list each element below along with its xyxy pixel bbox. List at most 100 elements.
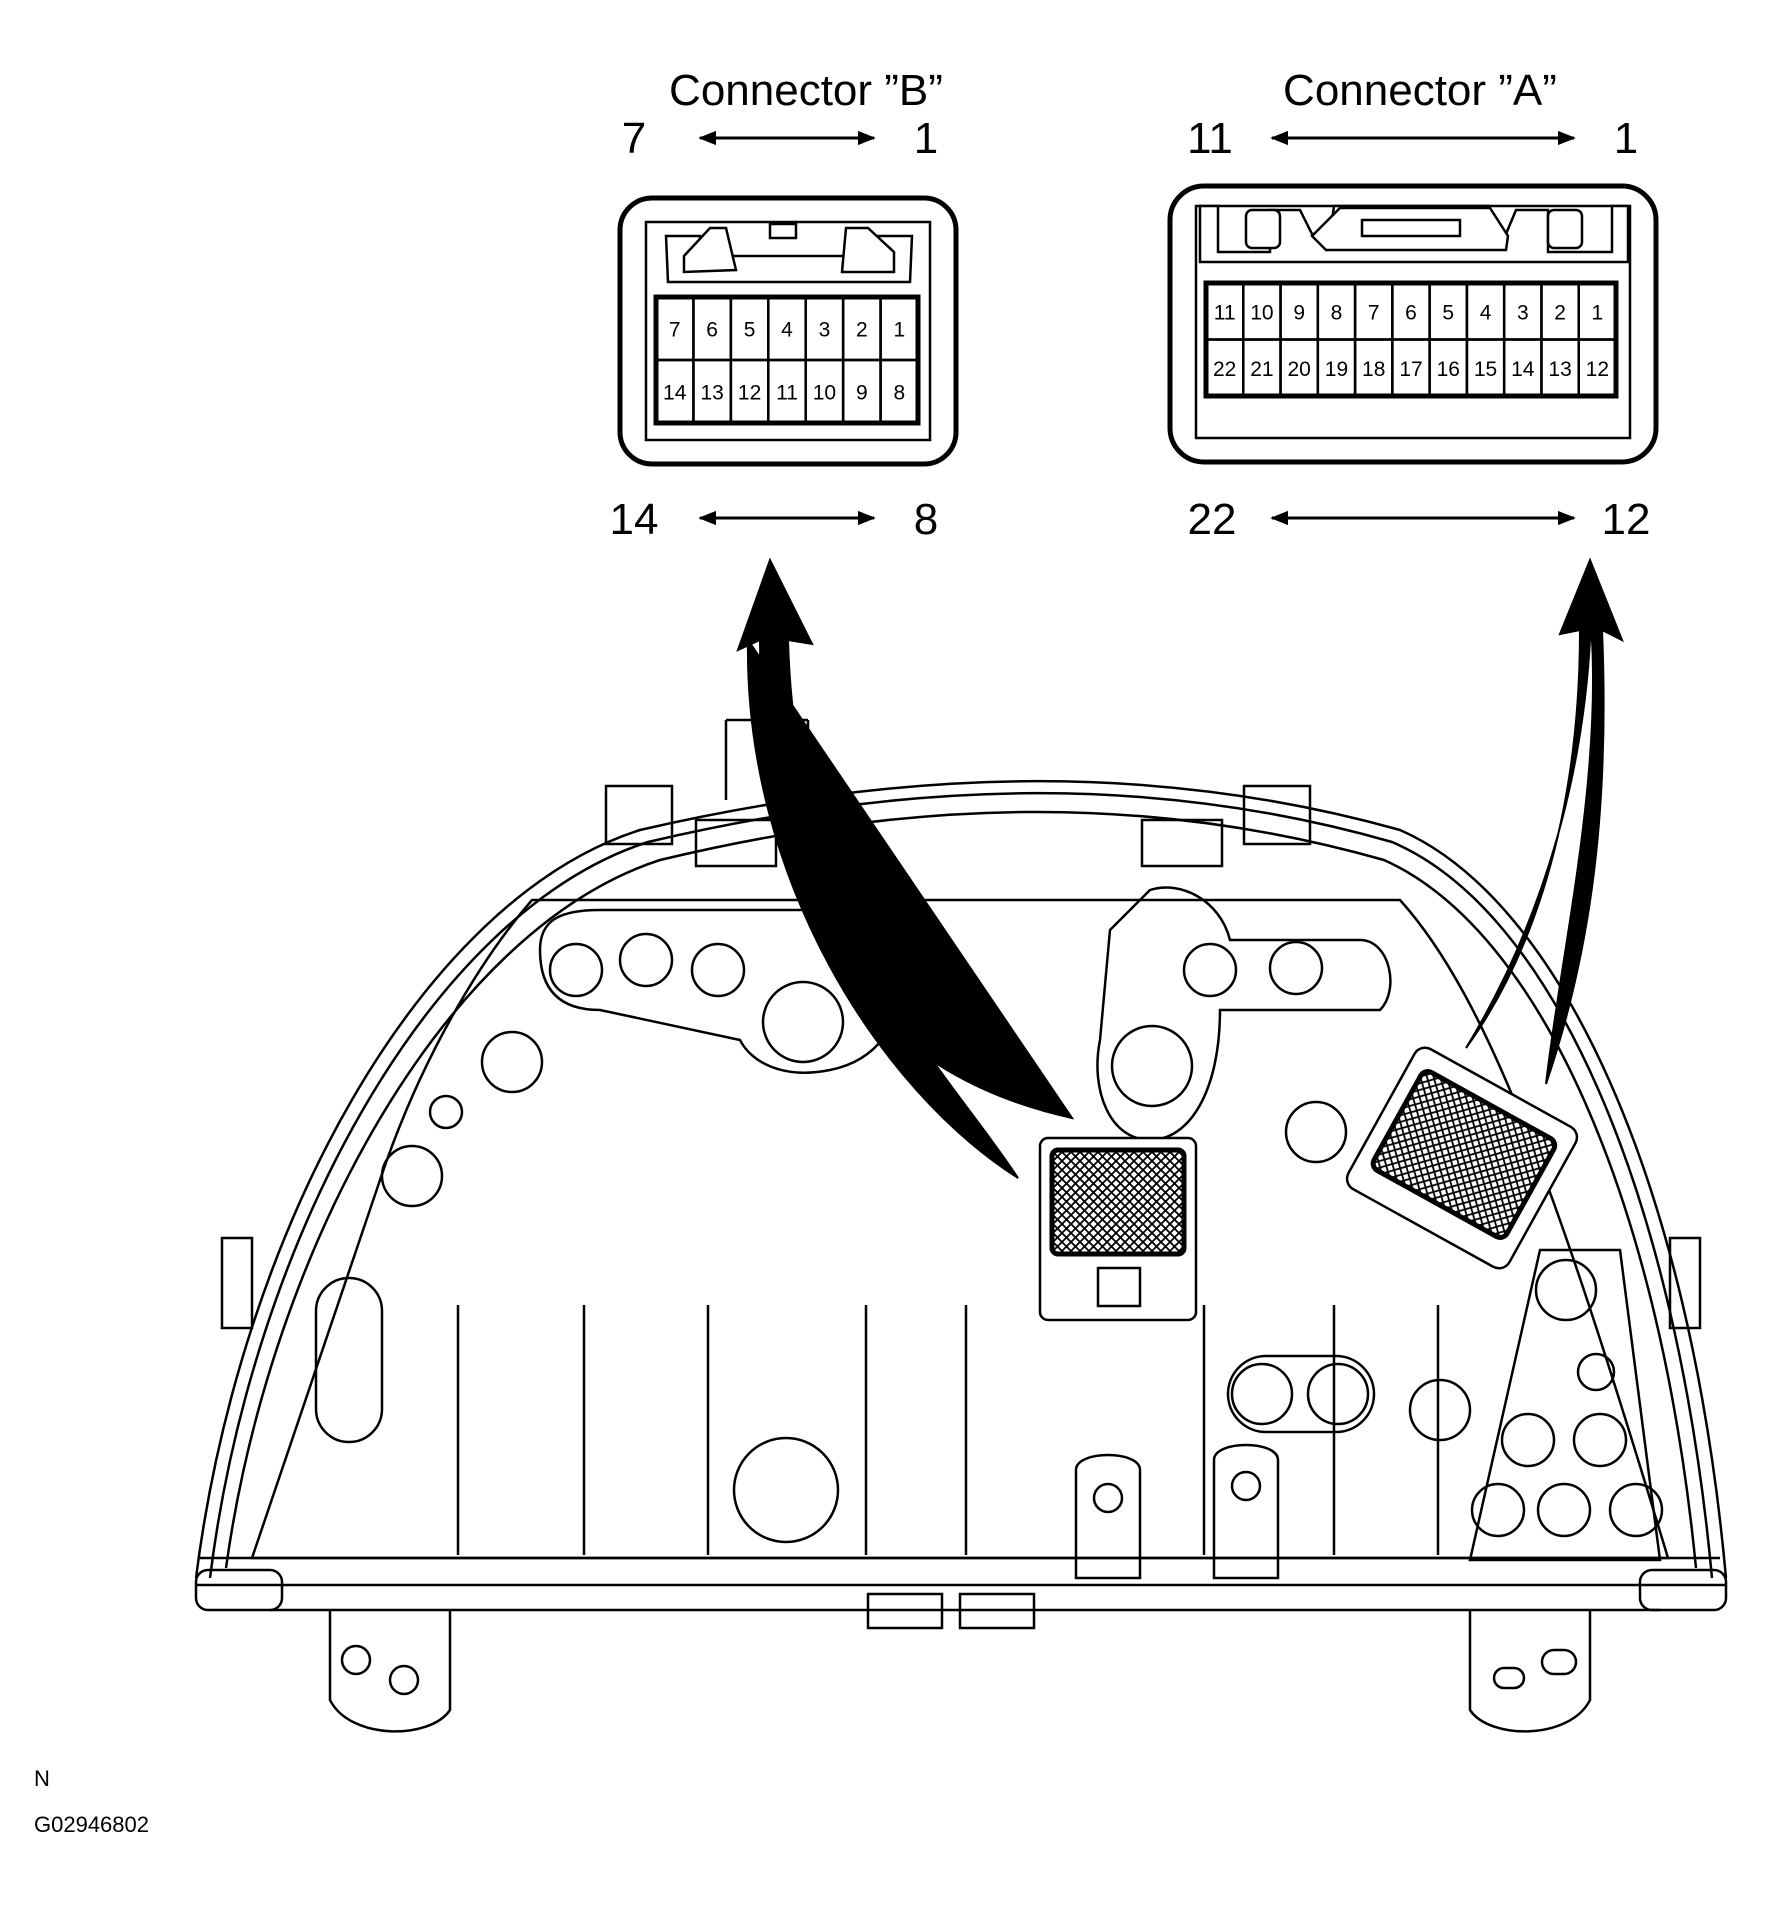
connector-a-bottom-right-number: 12 <box>1602 495 1651 544</box>
pin-number: 21 <box>1250 358 1273 381</box>
bulb-socket <box>761 980 845 1064</box>
meter-connector-a-mesh <box>1370 1069 1558 1240</box>
pin-number: 22 <box>1213 358 1236 381</box>
bulb-socket <box>1284 1100 1348 1164</box>
bottom-bracket-left <box>328 1610 452 1733</box>
screw-boss <box>1092 1482 1124 1514</box>
meter-connector-a-socket <box>1345 1046 1579 1270</box>
connector-b-top-left-number: 7 <box>622 114 646 163</box>
combination-meter-rear <box>194 718 1728 1733</box>
pin-number: 14 <box>1511 358 1535 381</box>
pin-number: 18 <box>1362 358 1385 381</box>
screw-boss-plate <box>1074 1453 1142 1580</box>
bulb-socket <box>1182 942 1238 998</box>
pin-number: 6 <box>1405 301 1417 324</box>
pin-number: 17 <box>1399 358 1422 381</box>
pin-cavity <box>879 358 920 425</box>
pin-number: 8 <box>1331 301 1343 324</box>
bulb-socket <box>1576 1352 1616 1392</box>
pin-number: 5 <box>1442 301 1454 324</box>
bulb-socket <box>618 932 674 988</box>
connector-b-key <box>768 222 798 240</box>
pin-number: 7 <box>669 319 681 342</box>
pin-number: 2 <box>856 319 868 342</box>
bulb-socket <box>1534 1258 1598 1322</box>
pin-number: 4 <box>781 319 793 342</box>
pin-number: 8 <box>893 382 905 405</box>
pin-number: 2 <box>1554 301 1566 324</box>
pin-number: 1 <box>893 319 905 342</box>
top-clip-left <box>694 818 778 868</box>
pin-number: 4 <box>1480 301 1492 324</box>
pin-number: 14 <box>663 382 687 405</box>
bulb-socket <box>1110 1024 1194 1108</box>
bulb-socket <box>548 942 604 998</box>
top-clip-right <box>1140 818 1224 868</box>
top-tab-right <box>1242 784 1312 846</box>
pin-number: 9 <box>1293 301 1305 324</box>
figure-code: G02946802 <box>34 1812 149 1837</box>
connector-a-title: Connector ”A” <box>1283 66 1557 115</box>
upper-left-boss-plate <box>538 908 902 1074</box>
meter-connector-b-socket <box>1038 1136 1198 1322</box>
connector-b-lock-right <box>840 226 896 274</box>
bulb-socket <box>1408 1378 1472 1442</box>
connector-b-bottom-left-number: 14 <box>610 495 659 544</box>
pin-number: 10 <box>1250 301 1273 324</box>
connector-a-top-left-number: 11 <box>1187 114 1233 163</box>
side-clip-left <box>220 1236 254 1330</box>
pointer-arrow-to-connector-a <box>1465 557 1624 1085</box>
meter-connector-b-tab <box>1096 1266 1142 1308</box>
bulb-socket <box>1500 1412 1556 1468</box>
bulb-socket <box>1470 1482 1526 1538</box>
pointer-arrow-to-connector-b <box>736 557 1075 1179</box>
pin-number: 9 <box>856 382 868 405</box>
screw-boss <box>1230 1470 1262 1502</box>
meter-inner-shell <box>224 810 1698 1569</box>
connector-b-bottom-right-number: 8 <box>914 495 938 544</box>
upper-right-boss-plate <box>1096 886 1392 1142</box>
pin-number: 13 <box>700 382 723 405</box>
bulb-cluster-plate <box>1468 1248 1662 1562</box>
pin-number: 6 <box>706 319 718 342</box>
pin-number: 12 <box>1586 358 1609 381</box>
top-post <box>724 718 810 800</box>
pin-number: 15 <box>1474 358 1497 381</box>
bulb-socket <box>1572 1412 1628 1468</box>
pin-number: 11 <box>1214 301 1236 324</box>
connector-a-top-right-number: 1 <box>1614 114 1638 163</box>
bulb-socket <box>1306 1362 1370 1426</box>
pin-number: 1 <box>1592 301 1604 324</box>
meter-outer-shell <box>194 779 1728 1579</box>
bulb-socket-pair <box>1226 1354 1376 1434</box>
pin-number: 12 <box>738 382 761 405</box>
pin-number: 10 <box>813 382 836 405</box>
connector-b-lock-left <box>682 226 738 274</box>
bracket-hole <box>1540 1648 1578 1676</box>
pin-number: 3 <box>819 319 831 342</box>
pin-number: 16 <box>1437 358 1460 381</box>
bracket-hole <box>388 1664 420 1696</box>
side-clip-right <box>1668 1236 1702 1330</box>
bulb-socket <box>1536 1482 1592 1538</box>
connector-a-lock-left <box>1244 208 1282 250</box>
pin-number: 3 <box>1517 301 1529 324</box>
meter-outer-shell-line2 <box>208 791 1714 1579</box>
connector-a-key <box>1360 218 1462 238</box>
pin-number: 7 <box>1368 301 1380 324</box>
bulb-socket-pair <box>314 1276 384 1444</box>
meter-back-panel <box>250 898 1670 1560</box>
bulb-socket <box>1230 1362 1294 1426</box>
pin-number: 19 <box>1325 358 1348 381</box>
bottom-tab <box>866 1592 944 1630</box>
pin-number: 5 <box>744 319 756 342</box>
top-tab-left <box>604 784 674 846</box>
bulb-socket <box>380 1144 444 1208</box>
bulb-socket <box>1608 1482 1664 1538</box>
bracket-hole <box>340 1644 372 1676</box>
pin-number: 13 <box>1548 358 1571 381</box>
